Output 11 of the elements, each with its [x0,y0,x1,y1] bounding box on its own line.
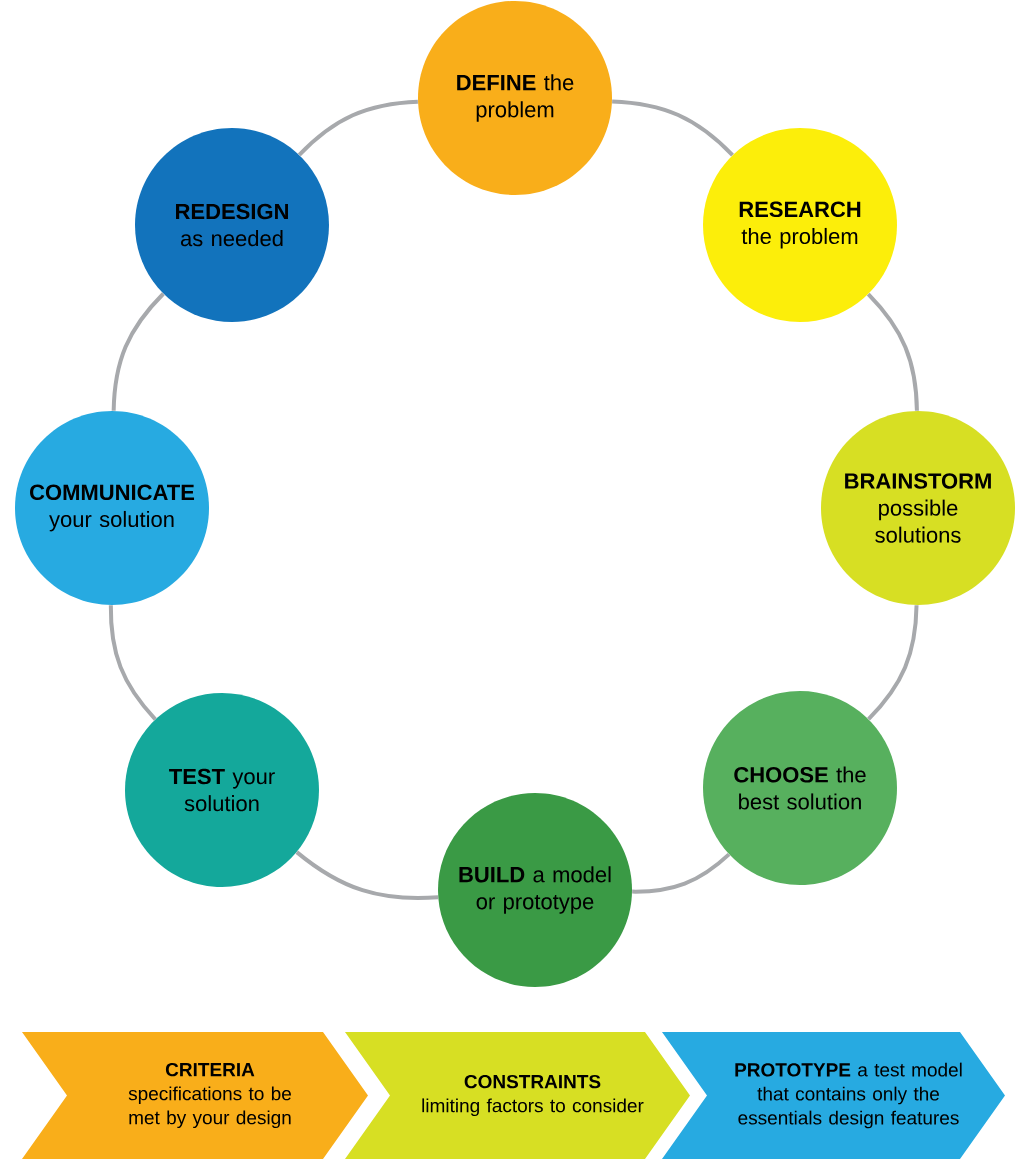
ring-connector [632,852,731,894]
ring-connector [612,99,734,157]
chevron-banner: CRITERIA specifications to be met by your design [22,1032,368,1159]
ring-connector [295,850,439,900]
chevron-banner: CONSTRAINTS limiting factors to consider [345,1032,690,1159]
chevron-banner: PROTOTYPE a test model that contains only the essentials design features [662,1032,1005,1159]
ring-connector [111,292,165,411]
ring-connector [867,605,919,721]
ring-connector [866,292,919,411]
ring-connector [297,99,418,157]
ring-connector [108,605,157,721]
